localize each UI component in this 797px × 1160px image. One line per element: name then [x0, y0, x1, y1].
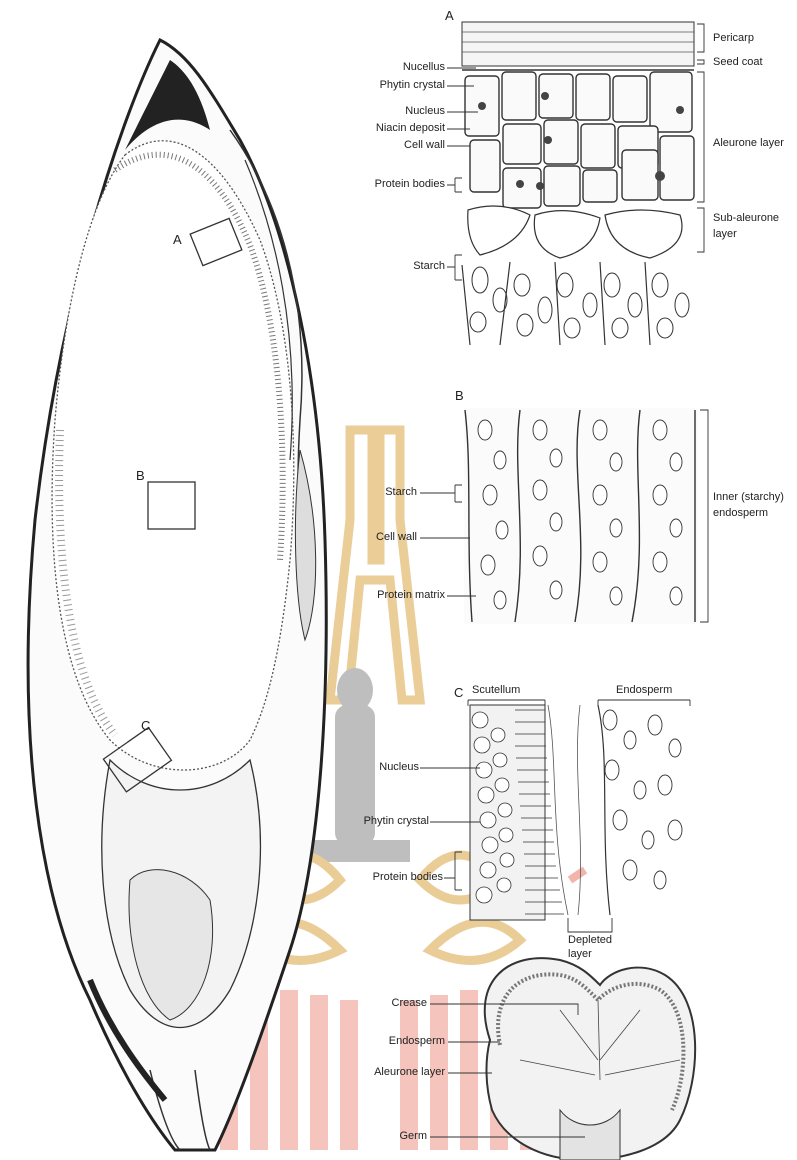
- box-c-label: C: [141, 718, 150, 733]
- label-aleurone-layer-cross: Aleurone layer: [374, 1066, 445, 1079]
- label-phytin-crystal-c: Phytin crystal: [364, 815, 429, 828]
- label-endosperm-b: endosperm: [713, 507, 768, 520]
- label-crease: Crease: [392, 997, 427, 1010]
- label-nucleus-c: Nucleus: [379, 761, 419, 774]
- box-b-label: B: [136, 468, 145, 483]
- label-phytin-crystal-a: Phytin crystal: [380, 79, 445, 92]
- panel-b-label: B: [455, 388, 464, 403]
- label-sub-aleurone: Sub-aleurone: [713, 212, 779, 225]
- label-inner-starchy: Inner (starchy): [713, 491, 784, 504]
- label-protein-matrix: Protein matrix: [377, 589, 445, 602]
- label-sub-aleurone-layer: layer: [713, 228, 737, 241]
- panel-b-endosperm-drawing: [464, 408, 698, 624]
- label-protein-bodies-a: Protein bodies: [375, 178, 445, 191]
- label-protein-bodies-c: Protein bodies: [373, 871, 443, 884]
- panel-a-label: A: [445, 8, 454, 23]
- label-seed-coat: Seed coat: [713, 56, 763, 69]
- label-pericarp: Pericarp: [713, 32, 754, 45]
- panel-c-scutellum-drawing: [470, 705, 682, 920]
- kernel-cross-section-drawing: [485, 958, 695, 1160]
- label-starch-a: Starch: [413, 260, 445, 273]
- label-endosperm-c: Endosperm: [616, 684, 672, 697]
- label-endosperm-cross: Endosperm: [389, 1035, 445, 1048]
- label-starch-b: Starch: [385, 486, 417, 499]
- label-cell-wall-b: Cell wall: [376, 531, 417, 544]
- label-depleted-layer: layer: [568, 948, 592, 961]
- label-depleted: Depleted: [568, 934, 612, 947]
- box-a-label: A: [173, 232, 182, 247]
- panel-a-aleurone-drawing: [462, 22, 694, 345]
- kernel-longitudinal-section: [28, 40, 326, 1150]
- panel-c-label: C: [454, 685, 463, 700]
- label-scutellum: Scutellum: [472, 684, 520, 697]
- label-germ: Germ: [400, 1130, 428, 1143]
- label-niacin-deposit: Niacin deposit: [376, 122, 445, 135]
- label-nucleus-a: Nucleus: [405, 105, 445, 118]
- label-nucellus: Nucellus: [403, 61, 445, 74]
- label-aleurone-layer-a: Aleurone layer: [713, 137, 784, 150]
- label-cell-wall-a: Cell wall: [404, 139, 445, 152]
